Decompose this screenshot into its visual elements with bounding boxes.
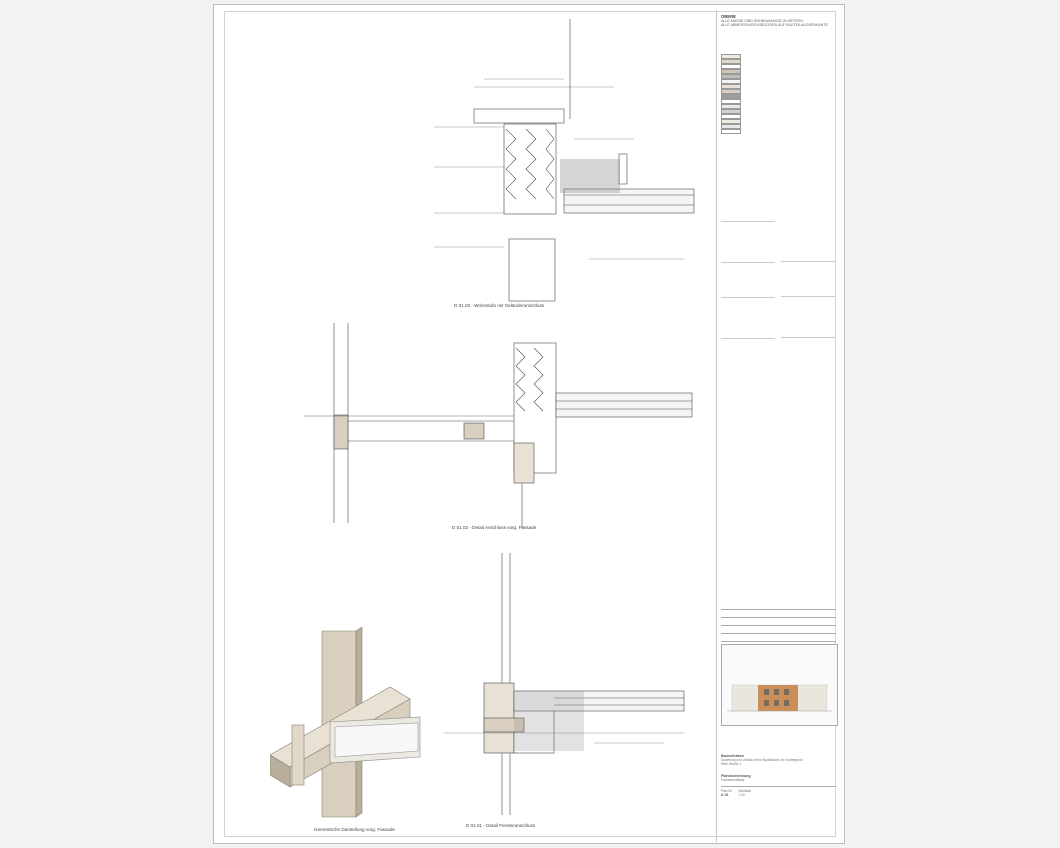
drawing-sheet: D 01.03 - Wohnstufe mit Geländeranschlus…	[213, 4, 845, 844]
revision-table	[721, 602, 836, 642]
detail-drawing-2	[304, 323, 693, 528]
scale-value: 1:10	[738, 793, 745, 797]
detail-caption-1: D 01.03 - Wohnstufe mit Geländeranschlus…	[454, 303, 545, 308]
title-block-header: OBERE ALLE MASSE SIND ROHBAUMASSE IN MET…	[721, 14, 836, 27]
legend-swatch	[721, 128, 741, 135]
isometric-drawing	[270, 627, 421, 818]
header-line-3: ALLE ABMESSUNGEN BEZOGEN AUF BAUTEILAUSS…	[721, 23, 828, 27]
notes-left	[721, 205, 775, 383]
detail-caption-2: D 01.02 - Detail Anschluss vorg. Fassade	[452, 525, 537, 530]
notes-right	[781, 205, 835, 382]
plan-text: Fassadendetails	[721, 778, 745, 782]
detail-drawing-1	[434, 19, 695, 302]
project-text-1: Sanierung und Umbau eines Stadthauses im…	[721, 758, 803, 762]
header-line-2: ALLE MASSE SIND ROHBAUMASSE IN METERN	[721, 19, 803, 23]
detail-caption-3: D 01.01 - Detail Fensteranschluss	[466, 823, 536, 828]
project-text-2: Mühl-Straße 1	[721, 762, 742, 766]
sheet-no-label: Plan-Nr.	[721, 789, 733, 793]
sheet-meta: Plan-Nr. D 01 Maßstab 1:10	[721, 786, 836, 797]
detail-caption-isometric: Isometrische Darstellung vorg. Fassade	[314, 827, 395, 832]
header-line-1: OBERE	[721, 14, 736, 19]
plan-heading: Planbezeichnung	[721, 774, 751, 778]
title-block: OBERE ALLE MASSE SIND ROHBAUMASSE IN MET…	[716, 10, 840, 842]
building-elevation-image	[727, 684, 832, 712]
project-info: Bauvorhaben Sanierung und Umbau eines St…	[721, 754, 836, 797]
material-legend	[721, 53, 836, 135]
building-thumbnail	[721, 644, 838, 726]
detail-drawing-3	[444, 553, 685, 815]
scale-label: Maßstab	[738, 789, 751, 793]
legend-row	[721, 128, 836, 135]
project-heading: Bauvorhaben	[721, 754, 744, 758]
sheet-border	[224, 11, 836, 837]
sheet-no-value: D 01	[721, 793, 729, 797]
